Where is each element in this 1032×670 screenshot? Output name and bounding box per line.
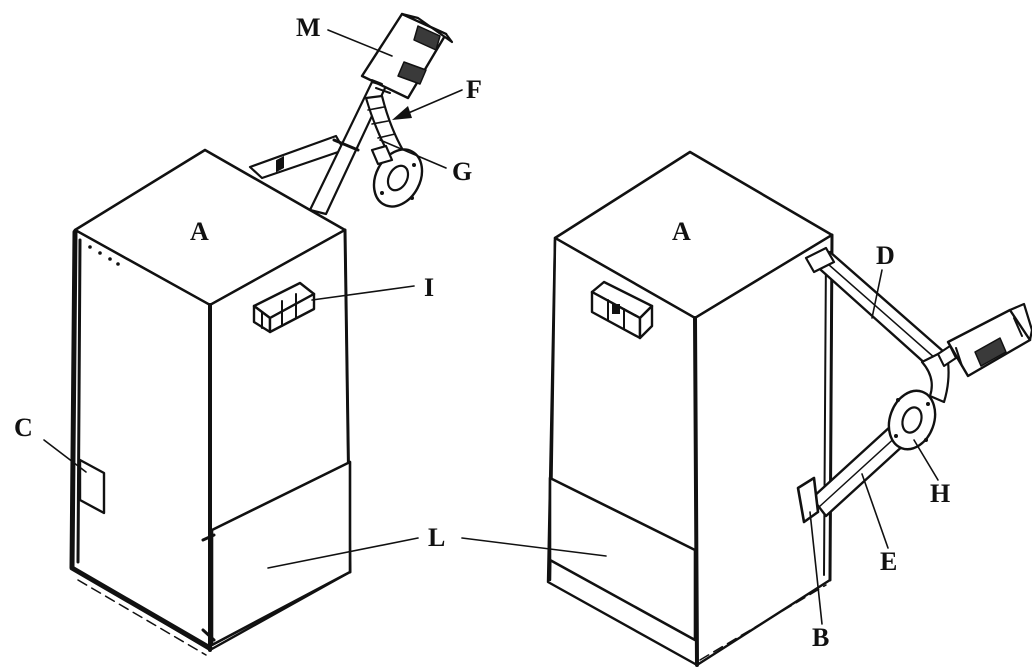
flange-h [887,389,937,451]
right-conveyor-d [804,246,946,368]
label-h: H [930,479,950,508]
leader-l-left [267,537,419,569]
leader-lines [43,29,939,625]
left-feed-conveyor [248,80,388,216]
leader-c [43,439,87,473]
label-c: C [14,413,33,442]
leader-m [327,29,393,57]
mount-plate-b [796,476,820,524]
leader-e [861,473,889,549]
left-control-unit [252,155,316,334]
leader-f-arrow [392,106,412,120]
label-b: B [812,623,829,652]
left-lower-panel [201,460,352,647]
left-side-panel [70,228,212,652]
right-control-unit [590,280,654,340]
label-m: M [296,13,321,42]
label-l: L [428,523,445,552]
leader-i [311,285,415,301]
label-e: E [880,547,897,576]
leader-g [379,139,447,169]
leader-l-right [461,537,607,557]
leader-h [913,439,939,481]
label-a-right: A [672,217,691,246]
left-burner-assembly [332,12,454,208]
label-i: I [424,273,434,302]
leader-f [405,89,463,115]
label-g: G [452,157,472,186]
label-a-left: A [190,217,209,246]
leader-d [871,269,883,319]
right-burner-assembly [920,302,1032,404]
leader-b [809,511,823,625]
part-labels: A A M F G I C L D H E B [14,13,950,652]
left-inspection-door [78,458,106,515]
left-unit [69,12,454,656]
right-unit [546,150,1032,667]
right-lower-panel [548,476,697,642]
right-cabinet [546,150,834,667]
label-d: D [876,241,895,270]
label-f: F [466,75,482,104]
